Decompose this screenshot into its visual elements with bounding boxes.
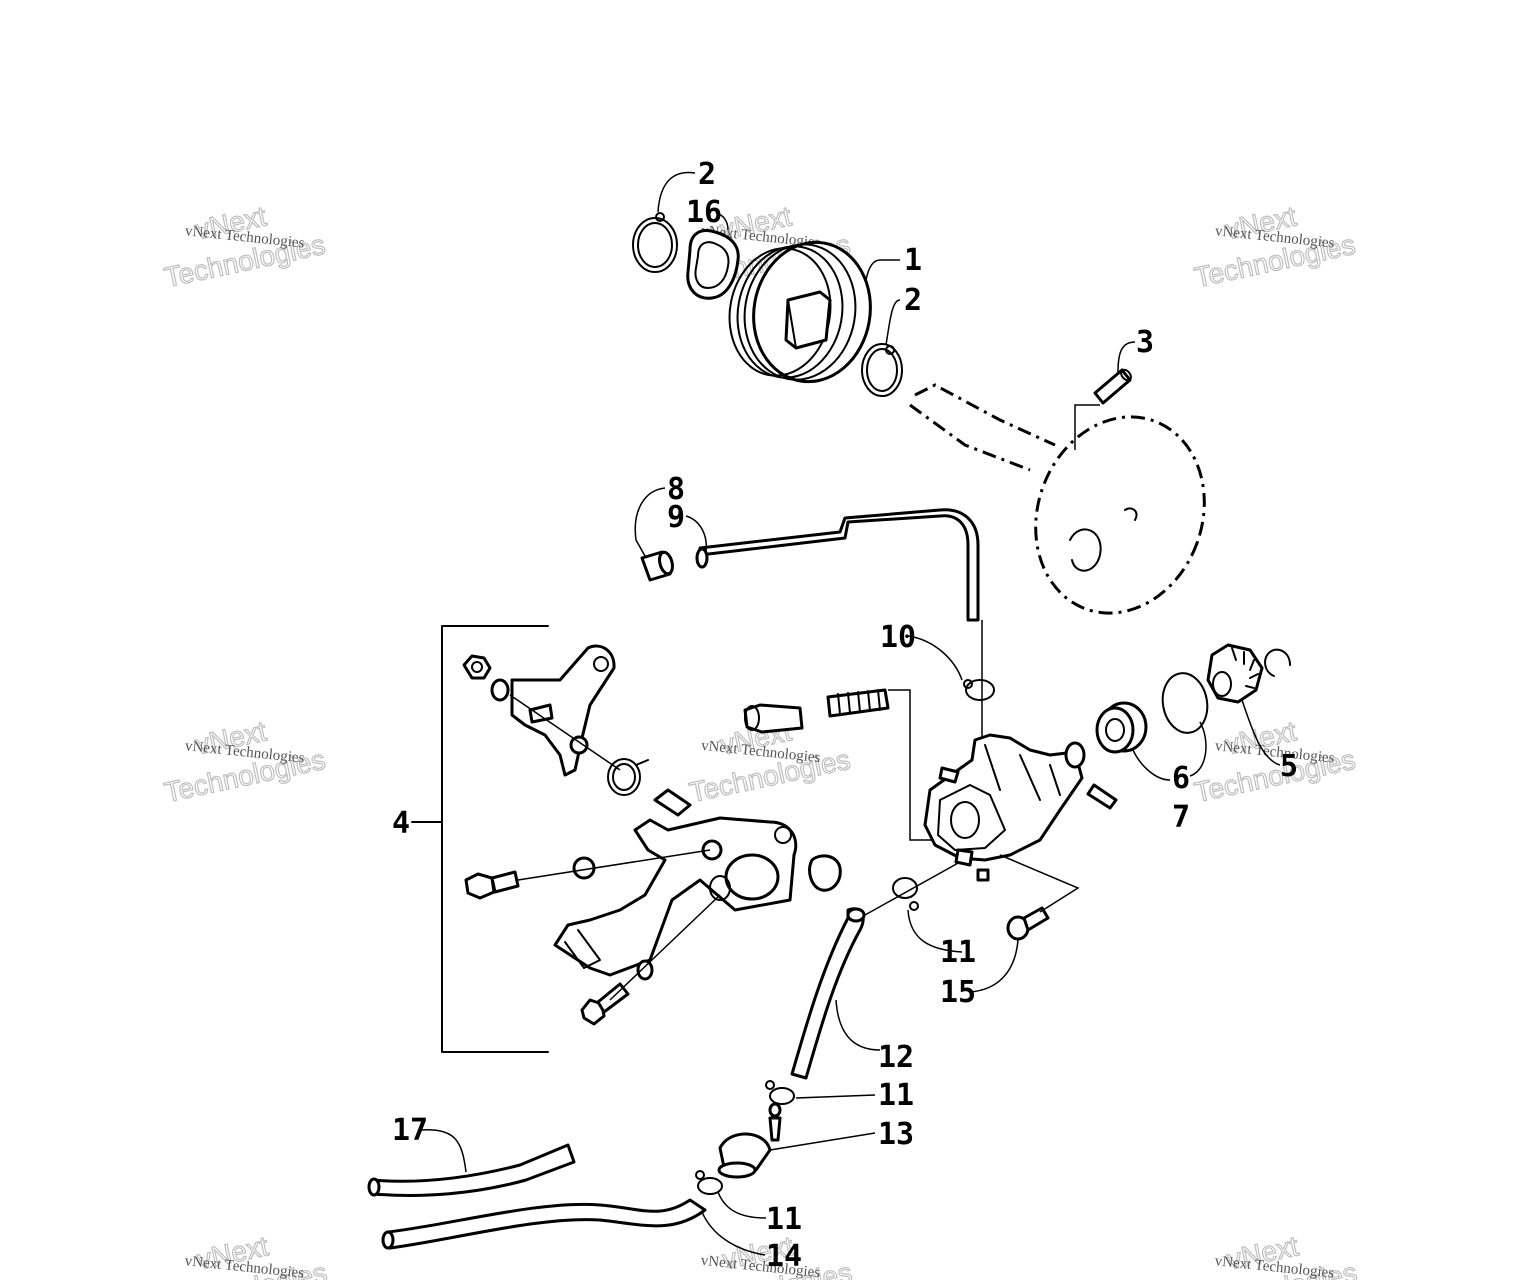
part-detent-plunger — [743, 703, 804, 734]
callout-2-lower: 2 — [904, 283, 922, 318]
part-bearing — [1095, 701, 1148, 754]
part-drain-hose-upper — [367, 1143, 576, 1197]
callout-11-lower: 11 — [766, 1202, 802, 1237]
part-shift-rod — [695, 508, 983, 745]
part-hose-clamp-lower — [695, 1170, 723, 1195]
callout-11-upper: 11 — [940, 935, 976, 970]
part-shift-housing — [923, 733, 1086, 882]
callout-4: 4 — [392, 806, 410, 841]
part-o-ring-10 — [963, 679, 995, 701]
part-shift-arm-assembly — [462, 644, 842, 1026]
part-check-valve — [717, 1102, 782, 1179]
part-pin-small — [1086, 783, 1118, 810]
part-drum — [728, 240, 872, 384]
callout-16: 16 — [686, 195, 722, 230]
callouts: 2 16 1 2 3 8 9 10 4 6 5 7 11 15 12 11 13… — [392, 157, 1298, 1274]
leader-lines — [419, 171, 1281, 1256]
part-snap-ring-upper — [632, 212, 678, 273]
part-hose-clamp-middle — [765, 1080, 795, 1105]
callout-10: 10 — [880, 620, 916, 655]
part-snap-ring-lower — [861, 343, 903, 397]
part-bolt-upper — [464, 870, 520, 900]
callout-1: 1 — [904, 243, 922, 278]
assembly-bracket — [411, 625, 549, 1053]
part-hose-clamp-upper — [892, 877, 919, 911]
part-dowel-pin — [1093, 368, 1132, 405]
part-detent-spring — [826, 688, 890, 718]
callout-6: 6 — [1172, 761, 1190, 796]
callout-17: 17 — [392, 1113, 428, 1148]
callout-2-upper: 2 — [698, 157, 716, 192]
part-vent-hose — [790, 907, 866, 1080]
callout-8: 8 — [667, 472, 685, 507]
callout-3: 3 — [1136, 325, 1154, 360]
part-o-ring-6 — [1161, 672, 1209, 734]
callout-9: 9 — [667, 500, 685, 535]
callout-12: 12 — [878, 1040, 914, 1075]
callout-11-middle: 11 — [878, 1078, 914, 1113]
callout-5: 5 — [1280, 749, 1298, 784]
part-torsion-spring — [607, 758, 649, 796]
part-e-clip — [1264, 648, 1291, 677]
part-drain-hose-lower — [381, 1198, 707, 1250]
callout-13: 13 — [878, 1117, 914, 1152]
part-flywheel-reference — [909, 383, 1206, 615]
callout-14: 14 — [766, 1239, 802, 1274]
callout-7: 7 — [1172, 800, 1190, 835]
part-gasket — [686, 229, 740, 300]
callout-15: 15 — [940, 975, 976, 1010]
part-screw — [1006, 906, 1050, 941]
part-collar — [640, 550, 674, 582]
part-gear — [1206, 643, 1264, 704]
